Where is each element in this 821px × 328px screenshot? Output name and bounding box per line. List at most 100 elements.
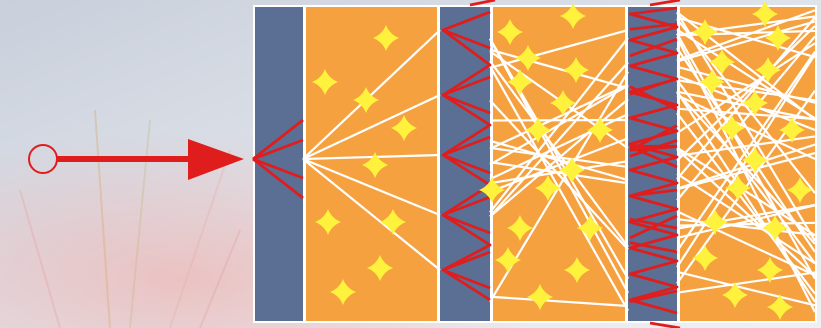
scintillation-star	[742, 147, 768, 173]
scintillation-star	[525, 117, 551, 143]
shower-line	[489, 98, 629, 218]
scintillation-star	[787, 177, 813, 203]
scintillation-star	[564, 257, 590, 283]
shower-red-line	[252, 157, 304, 180]
shower-line	[489, 295, 629, 308]
scintillation-star	[507, 215, 533, 241]
shower-red-lines	[252, 0, 681, 328]
shower-line	[302, 157, 441, 217]
incoming-particle-arrow-head	[188, 139, 244, 180]
shower-line	[489, 48, 629, 90]
scintillation-star	[550, 90, 576, 116]
scintillation-star	[577, 215, 603, 241]
shower-line	[676, 148, 816, 277]
shower-line	[676, 143, 816, 190]
shower-line	[676, 146, 816, 237]
shower-red-line	[629, 289, 678, 303]
shower-line	[676, 35, 816, 202]
scintillation-star	[479, 177, 505, 203]
shower-line	[489, 99, 629, 251]
scintillation-star	[535, 175, 561, 201]
scintillation-star	[755, 57, 781, 83]
scintillation-star	[699, 69, 725, 95]
shower-red-line	[629, 37, 678, 58]
shower-line	[676, 18, 816, 194]
scintillation-star	[757, 257, 783, 283]
shower-red-line	[629, 77, 678, 96]
shower-line	[489, 84, 629, 166]
shower-line	[676, 270, 816, 307]
shower-line	[489, 60, 629, 248]
shower-line	[302, 153, 441, 161]
shower-line	[676, 12, 816, 242]
shower-line	[676, 28, 816, 120]
shower-red-zigzag	[628, 6, 679, 315]
background-streaks	[19, 109, 241, 328]
shower-line	[676, 172, 816, 265]
scintillation-star	[380, 209, 406, 235]
scintillation-star	[367, 255, 393, 281]
shower-line	[676, 25, 816, 162]
shower-red-line	[442, 268, 491, 290]
scintillation-star	[709, 49, 735, 75]
scintillation-star	[765, 25, 791, 51]
shower-red-line	[442, 10, 491, 32]
shower-line	[676, 65, 816, 104]
shower-red-line	[629, 214, 678, 240]
shower-line	[676, 203, 816, 230]
scintillation-star	[725, 175, 751, 201]
shower-line	[489, 61, 629, 218]
scintillation-star	[330, 279, 356, 305]
scintillation-star	[315, 209, 341, 235]
shower-red-line	[442, 28, 491, 50]
shower-line	[302, 29, 441, 160]
scintillation-star	[767, 294, 793, 320]
shower-red-line	[629, 241, 678, 254]
scintillation-star	[742, 90, 768, 116]
shower-red-line	[252, 138, 304, 161]
shower-red-line	[629, 22, 678, 31]
shower-line	[489, 139, 629, 182]
scintillation-star	[752, 1, 778, 27]
shower-line	[302, 94, 441, 160]
shower-red-line	[442, 195, 491, 217]
shower-red-line	[629, 217, 678, 230]
scintillation-star	[719, 115, 745, 141]
scintillation-star	[762, 215, 788, 241]
scintillation-star	[560, 3, 586, 29]
shower-red-line	[252, 157, 304, 200]
shower-line	[676, 51, 816, 252]
scintillation-star	[312, 69, 338, 95]
shower-line	[676, 42, 816, 134]
shower-red-line	[649, 0, 681, 7]
shower-red-line	[442, 75, 491, 97]
scintillation-star	[563, 57, 589, 83]
shower-red-line	[649, 321, 681, 328]
shower-red-line	[442, 153, 491, 175]
scintillation-star	[373, 25, 399, 51]
scintillation-star	[353, 87, 379, 113]
shower-line	[489, 160, 629, 185]
shower-red-line	[442, 250, 491, 272]
shower-line	[489, 28, 629, 69]
shower-red-line	[629, 145, 678, 152]
scintillation-star	[495, 247, 521, 273]
shower-red-line	[442, 213, 491, 235]
scintillation-star	[587, 117, 613, 143]
shower-line	[676, 16, 816, 59]
shower-red-line	[629, 188, 678, 198]
scintillation-star	[507, 69, 533, 95]
shower-line	[676, 20, 816, 63]
shower-line	[676, 32, 816, 280]
absorber-plate-1	[255, 7, 303, 321]
scintillation-star	[559, 157, 585, 183]
shower-line	[676, 271, 816, 294]
scintillation-star	[497, 19, 523, 45]
scintillation-star	[692, 19, 718, 45]
shower-line	[302, 158, 441, 271]
shower-line	[676, 79, 816, 264]
shower-red-line	[442, 135, 491, 157]
scintillation-star	[702, 209, 728, 235]
shower-red-line	[469, 0, 496, 7]
